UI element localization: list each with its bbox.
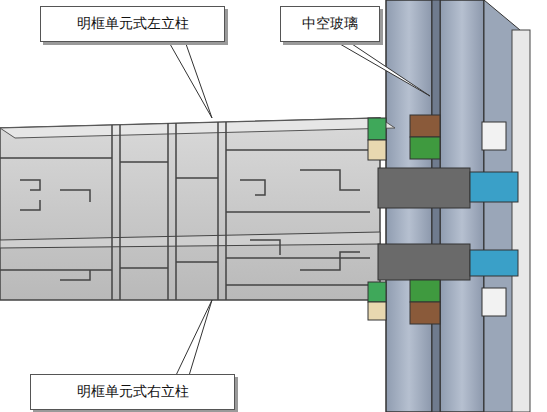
gasket	[368, 282, 386, 302]
gasket	[368, 302, 386, 320]
spacer	[410, 302, 440, 324]
callout-box: 明框单元式左立柱	[40, 6, 225, 42]
callout-text: 明框单元式左立柱	[77, 15, 189, 31]
callout-box: 明框单元式右立柱	[30, 374, 235, 410]
profile-top	[0, 118, 395, 138]
callout-text: 明框单元式右立柱	[77, 383, 189, 399]
clip	[482, 122, 506, 150]
gasket	[368, 118, 386, 140]
pressure-plate	[378, 244, 470, 280]
profile-webs	[0, 122, 370, 300]
cover-cap	[470, 250, 518, 276]
spacer	[410, 115, 440, 137]
clip	[482, 288, 506, 316]
callout-box: 中空玻璃	[280, 6, 380, 42]
callout-text: 中空玻璃	[302, 15, 358, 31]
pressure-plate	[378, 168, 470, 208]
split-line	[0, 232, 380, 248]
cover-cap	[470, 172, 518, 202]
leader-lines	[168, 44, 430, 392]
frame-edge	[512, 30, 530, 412]
gasket	[410, 137, 440, 159]
gasket	[410, 280, 440, 302]
gasket	[368, 140, 386, 160]
mullion-profile	[0, 118, 380, 300]
